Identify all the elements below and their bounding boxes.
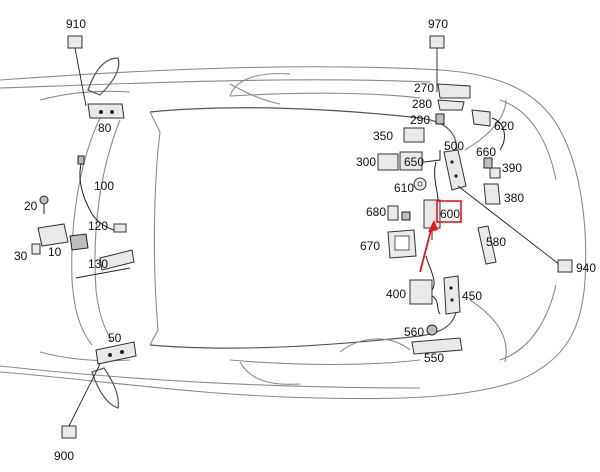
label-940: 940 bbox=[576, 261, 596, 275]
label-290: 290 bbox=[410, 113, 430, 127]
part-940-connector-icon bbox=[557, 259, 573, 273]
label-550: 550 bbox=[424, 351, 444, 365]
car-body-outline bbox=[0, 57, 587, 409]
label-270: 270 bbox=[414, 81, 434, 95]
label-280: 280 bbox=[412, 97, 432, 111]
label-650: 650 bbox=[404, 155, 424, 169]
part-500-bracket bbox=[443, 149, 561, 266]
part-600-highlight-box bbox=[436, 200, 462, 223]
label-100: 100 bbox=[94, 179, 114, 193]
label-380: 380 bbox=[504, 191, 524, 205]
part-580-bracket bbox=[477, 225, 497, 265]
part-130-antenna bbox=[75, 249, 135, 279]
label-80: 80 bbox=[98, 121, 112, 135]
part-100-cable bbox=[77, 155, 121, 233]
part-280-module bbox=[437, 99, 465, 111]
label-600: 600 bbox=[440, 207, 460, 221]
label-400: 400 bbox=[386, 287, 406, 301]
label-900: 900 bbox=[54, 449, 74, 463]
part-20-screw bbox=[39, 195, 49, 214]
part-labels: 910 970 270 280 290 620 350 500 660 390 … bbox=[14, 17, 596, 463]
part-560-clip bbox=[426, 324, 438, 336]
highlight-arrow-icon bbox=[419, 220, 438, 273]
label-500: 500 bbox=[444, 139, 464, 153]
label-610: 610 bbox=[394, 181, 414, 195]
part-550-bracket bbox=[411, 337, 463, 355]
part-660-sensor bbox=[483, 157, 493, 169]
label-30: 30 bbox=[14, 249, 28, 263]
label-450: 450 bbox=[462, 289, 482, 303]
label-20: 20 bbox=[24, 199, 38, 213]
label-970: 970 bbox=[428, 17, 448, 31]
label-660: 660 bbox=[476, 145, 496, 159]
part-680-connector bbox=[387, 205, 411, 221]
part-400-module bbox=[409, 255, 441, 315]
part-970-connector-icon bbox=[429, 35, 445, 92]
part-900-connector-icon bbox=[61, 363, 101, 439]
part-450-bracket bbox=[443, 275, 461, 315]
label-50: 50 bbox=[108, 331, 122, 345]
part-120-plug bbox=[113, 223, 127, 233]
part-270-module bbox=[437, 83, 471, 99]
part-290-clip bbox=[435, 113, 445, 125]
label-560: 560 bbox=[404, 325, 424, 339]
label-130: 130 bbox=[88, 257, 108, 271]
label-350: 350 bbox=[373, 129, 393, 143]
label-120: 120 bbox=[88, 219, 108, 233]
part-910-connector-icon bbox=[67, 35, 87, 107]
part-wire-harness-center bbox=[434, 161, 439, 201]
label-910: 910 bbox=[66, 17, 86, 31]
label-580: 580 bbox=[486, 235, 506, 249]
part-30-clip bbox=[31, 243, 41, 255]
label-620: 620 bbox=[494, 119, 514, 133]
part-300-module bbox=[377, 153, 399, 171]
part-620-connector bbox=[471, 109, 505, 151]
part-380-sensor bbox=[483, 183, 501, 205]
part-390-sensor bbox=[489, 167, 501, 179]
part-610-ring bbox=[413, 177, 427, 191]
label-300: 300 bbox=[356, 155, 376, 169]
part-350-unit bbox=[403, 127, 425, 143]
label-10: 10 bbox=[48, 245, 62, 259]
part-670-box bbox=[387, 229, 417, 259]
label-670: 670 bbox=[360, 239, 380, 253]
part-10-unit bbox=[37, 223, 89, 251]
label-390: 390 bbox=[502, 161, 522, 175]
label-680: 680 bbox=[366, 205, 386, 219]
part-650-module bbox=[399, 150, 441, 171]
part-50-bracket bbox=[95, 341, 137, 365]
part-80-bracket bbox=[87, 103, 125, 119]
